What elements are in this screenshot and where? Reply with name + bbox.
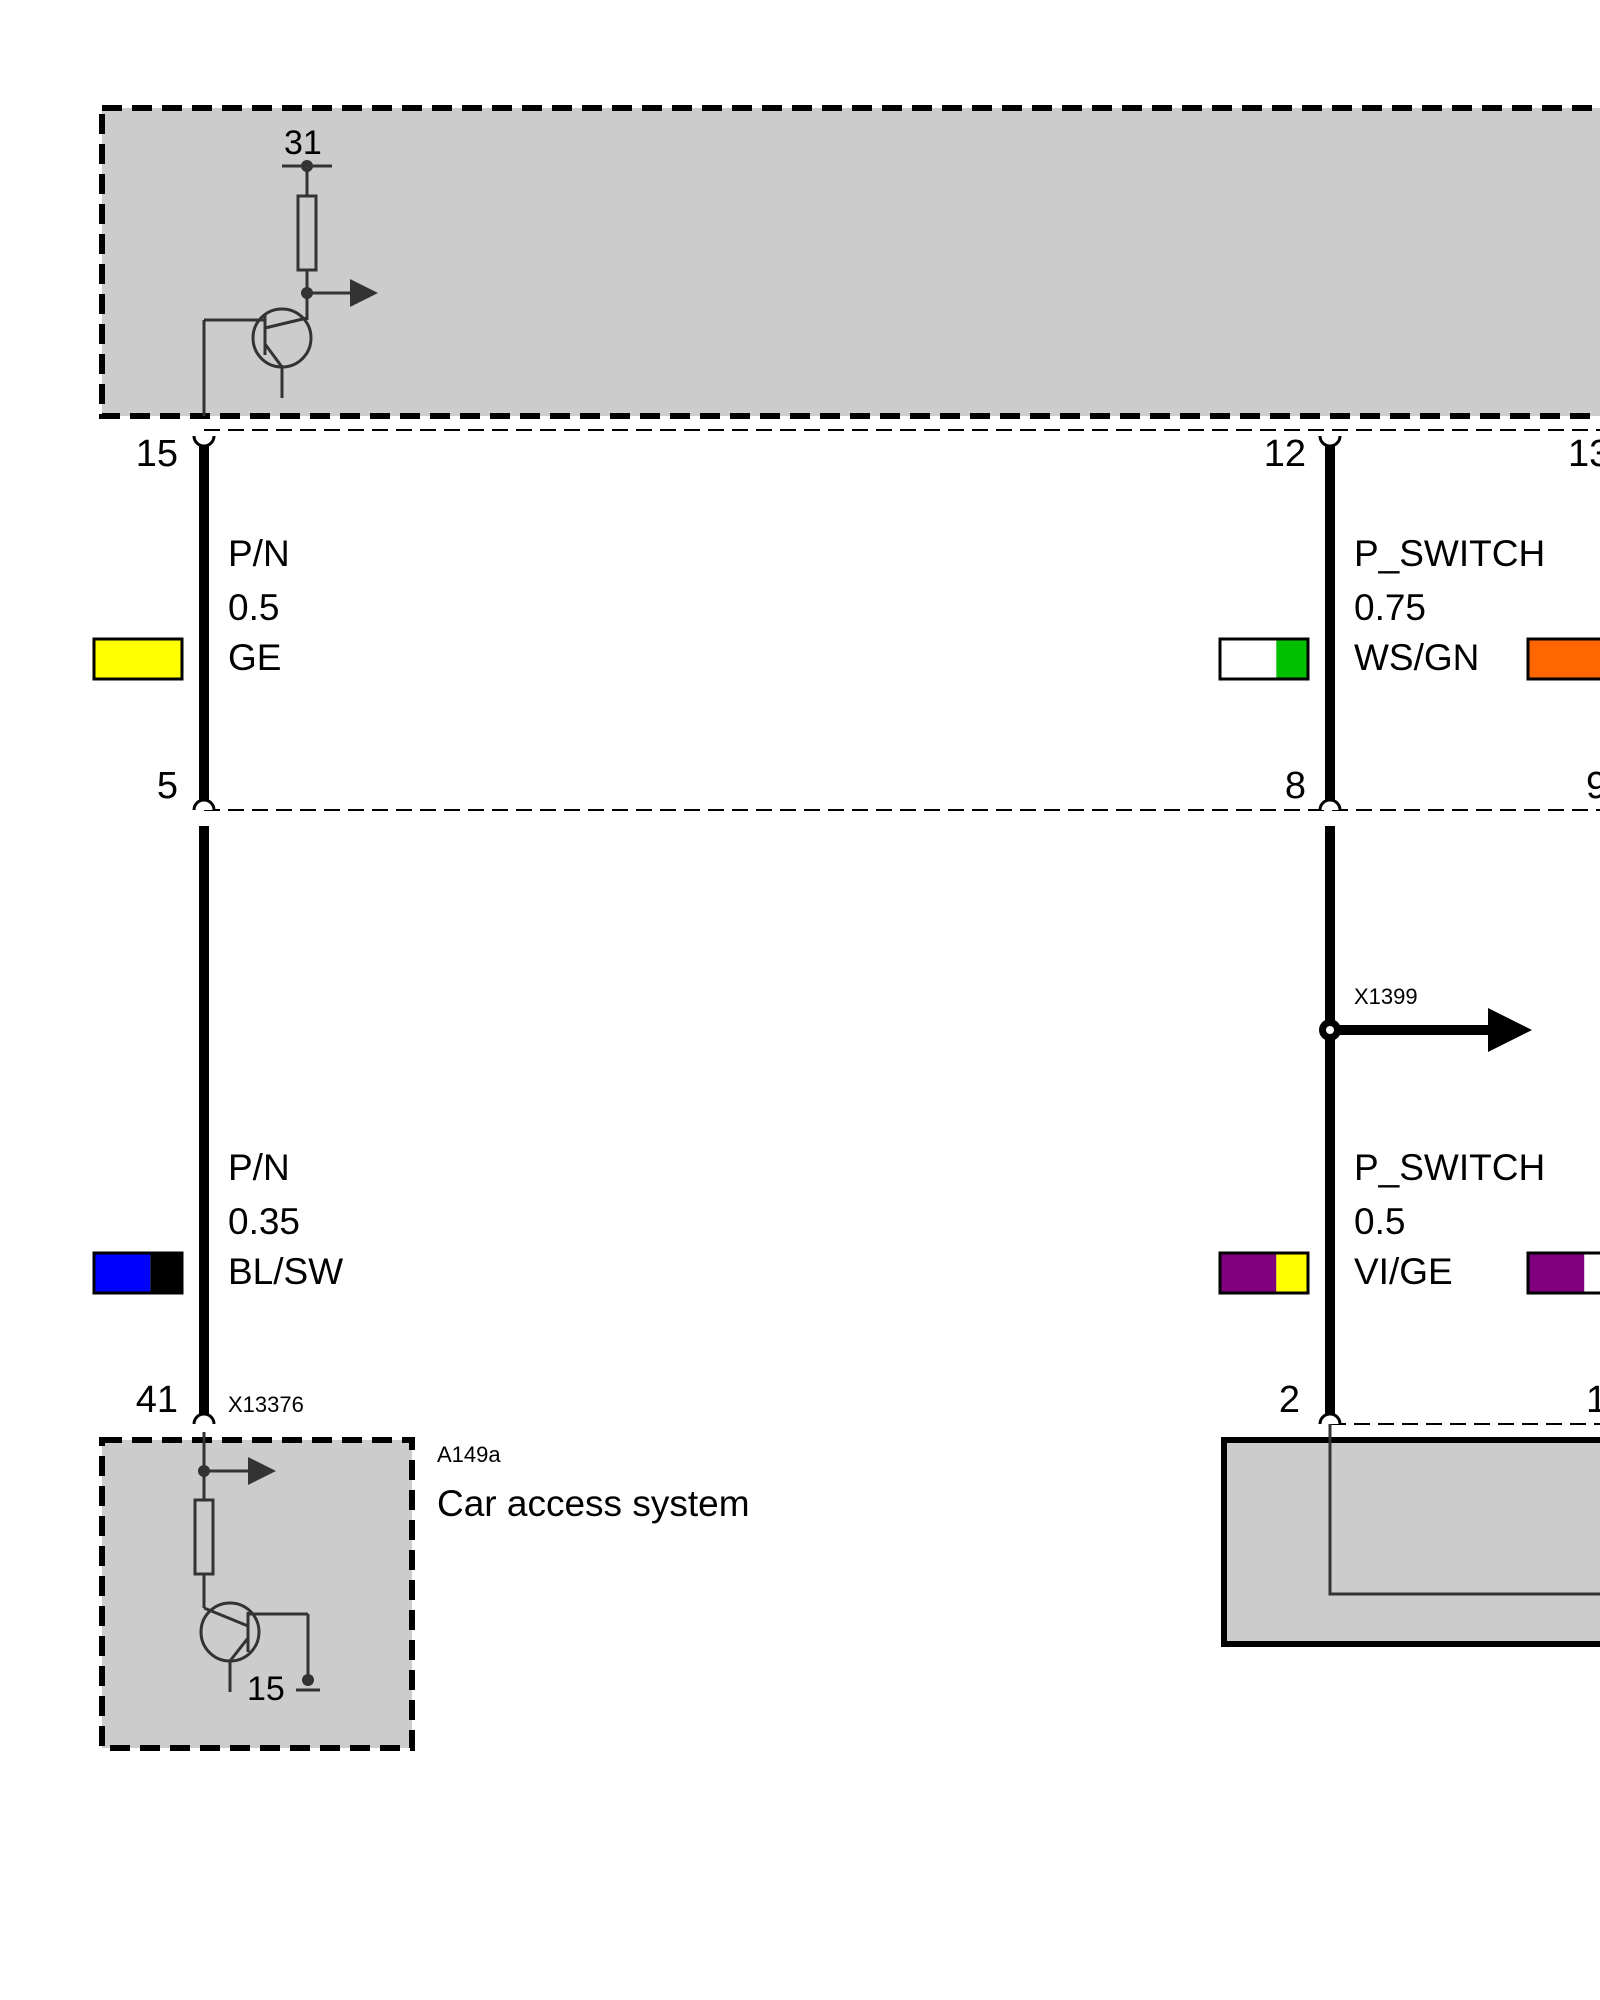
pin-label-bottom-right: 1	[1586, 1379, 1600, 1421]
car-access-module-name: Car access system	[437, 1483, 750, 1524]
color-swatch-upper-left	[92, 637, 184, 681]
wire-gauge: 0.5	[228, 587, 279, 628]
splice-node-inner	[1326, 1026, 1334, 1034]
pin-cap	[1318, 435, 1342, 448]
wires	[199, 436, 1335, 1418]
swatch-color-segment	[94, 1253, 151, 1293]
splice-x1399: X1399	[1319, 984, 1532, 1052]
wire-color-code: VI/GE	[1354, 1251, 1453, 1292]
pin-cap	[192, 1412, 216, 1425]
wire-signal: P_SWITCH	[1354, 1147, 1545, 1188]
pin-label-bottom-left: 41	[136, 1379, 178, 1421]
pin-cap	[1318, 798, 1342, 811]
wire-signal: P_SWITCH	[1354, 533, 1545, 574]
swatch-color-segment	[94, 639, 182, 679]
top-node-dot	[301, 287, 313, 299]
car-access-module: X13376 A149a Car access system 15	[99, 1392, 750, 1751]
wire-gauge: 0.5	[1354, 1201, 1405, 1242]
color-swatch-upper-right	[1526, 637, 1600, 681]
splice-arrow-icon	[1488, 1008, 1532, 1052]
pin-label-top-mid: 12	[1264, 433, 1306, 475]
top-signal-arrow-icon	[350, 279, 378, 307]
splice-label: X1399	[1354, 984, 1418, 1009]
pin-caps	[192, 435, 1342, 1425]
wire-label-lower-mid: P_SWITCH 0.5 VI/GE	[1354, 1147, 1545, 1292]
top-transistor-circuit	[202, 164, 350, 416]
wire-gauge: 0.75	[1354, 587, 1426, 628]
top-ground-dot	[301, 160, 313, 172]
top-ground-label: 31	[284, 124, 322, 162]
wire-label-upper-mid: P_SWITCH 0.75 WS/GN	[1354, 533, 1545, 678]
pin-label-mid-mid: 8	[1285, 765, 1306, 807]
connector-lines	[204, 429, 1600, 1425]
wire-signal: P/N	[228, 1147, 290, 1188]
wire-label-upper-left: P/N 0.5 GE	[228, 533, 290, 678]
pin-cap	[192, 798, 216, 811]
swatch-color-segment	[1220, 639, 1277, 679]
car-access-transistor-circuit	[193, 1432, 320, 1692]
swatch-border	[1526, 637, 1600, 681]
swatch-border	[92, 637, 184, 681]
swatch-color-segment	[1220, 1253, 1277, 1293]
color-swatch-upper-mid	[1218, 637, 1310, 681]
swatch-color-segment	[1528, 1253, 1585, 1293]
color-swatch-lower-right	[1526, 1251, 1600, 1295]
pin-label-mid-right: 9	[1586, 765, 1600, 807]
car-access-node-dot	[198, 1465, 210, 1477]
swatch-border	[1218, 1251, 1310, 1295]
swatch-border	[92, 1251, 184, 1295]
swatch-color-segment	[1276, 1253, 1308, 1293]
wire-signal: P/N	[228, 533, 290, 574]
wire-gauge: 0.35	[228, 1201, 300, 1242]
swatch-color-segment	[1276, 639, 1308, 679]
swatch-border	[1526, 1251, 1600, 1295]
wire-label-lower-left: P/N 0.35 BL/SW	[228, 1147, 343, 1292]
bottom-right-module	[1221, 1424, 1600, 1647]
car-access-supply-dot	[302, 1674, 314, 1686]
car-access-supply-label: 15	[247, 1670, 285, 1708]
pin-label-mid-left: 5	[157, 765, 178, 807]
pin-cap	[1318, 1412, 1342, 1425]
pin-label-top-left: 15	[136, 433, 178, 475]
wire-color-code: BL/SW	[228, 1251, 343, 1292]
color-swatch-lower-mid	[1218, 1251, 1310, 1295]
bottom-right-internal-line	[1328, 1424, 1600, 1596]
car-access-connector-id: X13376	[228, 1392, 304, 1417]
wire-color-code: WS/GN	[1354, 637, 1479, 678]
pin-cap	[192, 435, 216, 448]
swatch-border	[1218, 637, 1310, 681]
swatch-color-segment	[150, 1253, 182, 1293]
car-access-signal-arrow-icon	[248, 1457, 276, 1485]
top-control-unit: 31	[99, 105, 1600, 419]
swatch-color-segment	[1528, 639, 1600, 679]
pin-label-top-right: 13	[1568, 433, 1600, 475]
car-access-box	[99, 1437, 415, 1751]
car-access-module-id: A149a	[437, 1442, 501, 1467]
pin-label-bottom-mid: 2	[1279, 1379, 1300, 1421]
color-swatch-lower-left	[92, 1251, 184, 1295]
top-module-box	[99, 105, 1600, 419]
bottom-right-module-box	[1221, 1437, 1600, 1647]
wire-color-code: GE	[228, 637, 281, 678]
swatch-color-segment	[1584, 1253, 1600, 1293]
